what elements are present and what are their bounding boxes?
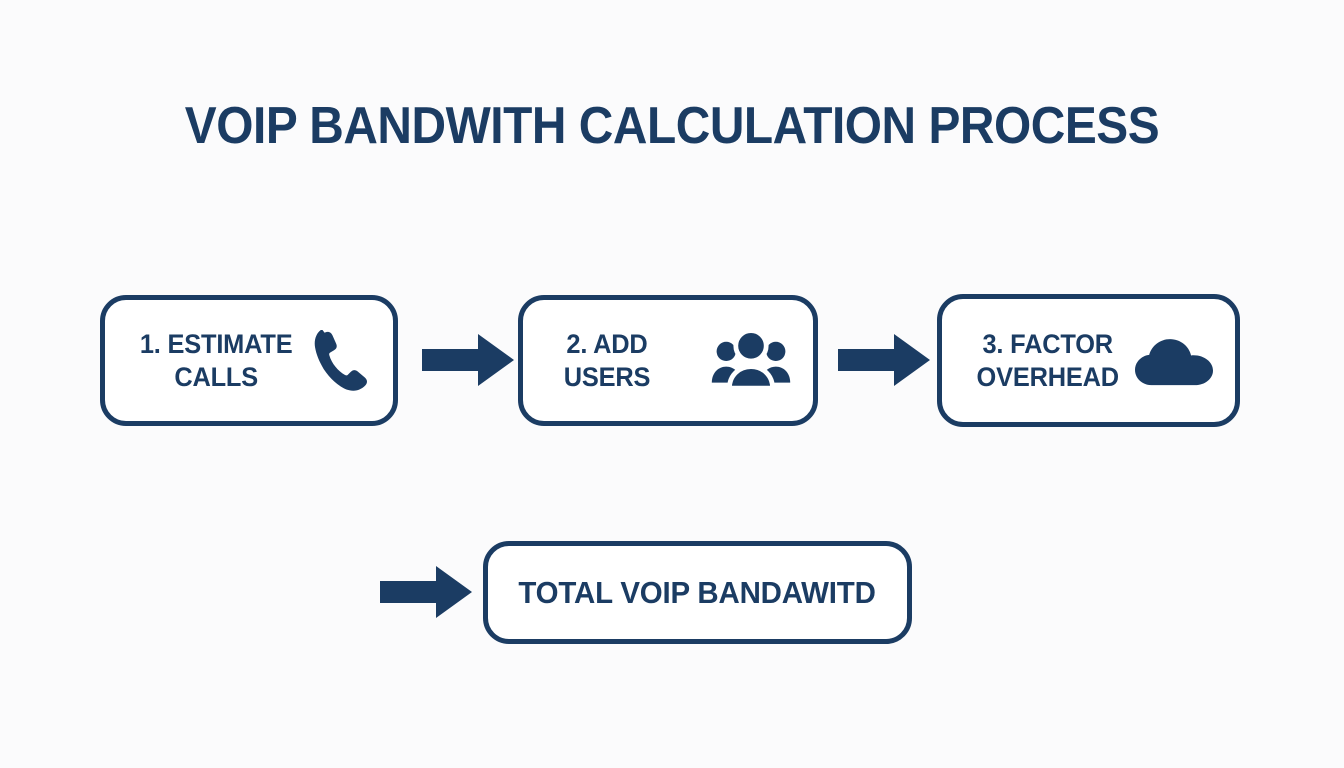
phone-icon bbox=[309, 329, 371, 392]
cloud-icon bbox=[1135, 332, 1213, 390]
result-label: TOTAL VOIP BANDAWITD bbox=[518, 574, 877, 610]
step-1-label: 1. ESTIMATE CALLS bbox=[139, 328, 293, 392]
process-step-2[interactable]: 2. ADD USERS bbox=[518, 295, 818, 426]
arrow-to-result bbox=[380, 564, 472, 620]
process-step-3[interactable]: 3. FACTOR OVERHEAD bbox=[937, 294, 1240, 427]
arrow-step2-to-step3 bbox=[838, 332, 930, 388]
users-icon bbox=[711, 331, 791, 390]
result-box[interactable]: TOTAL VOIP BANDAWITD bbox=[483, 541, 912, 644]
step-2-label: 2. ADD USERS bbox=[563, 328, 651, 392]
step-3-label: 3. FACTOR OVERHEAD bbox=[976, 328, 1120, 392]
arrow-step1-to-step2 bbox=[422, 332, 514, 388]
page-title: VOIP BANDWITH CALCULATION PROCESS bbox=[184, 97, 1160, 155]
process-step-1[interactable]: 1. ESTIMATE CALLS bbox=[100, 295, 398, 426]
